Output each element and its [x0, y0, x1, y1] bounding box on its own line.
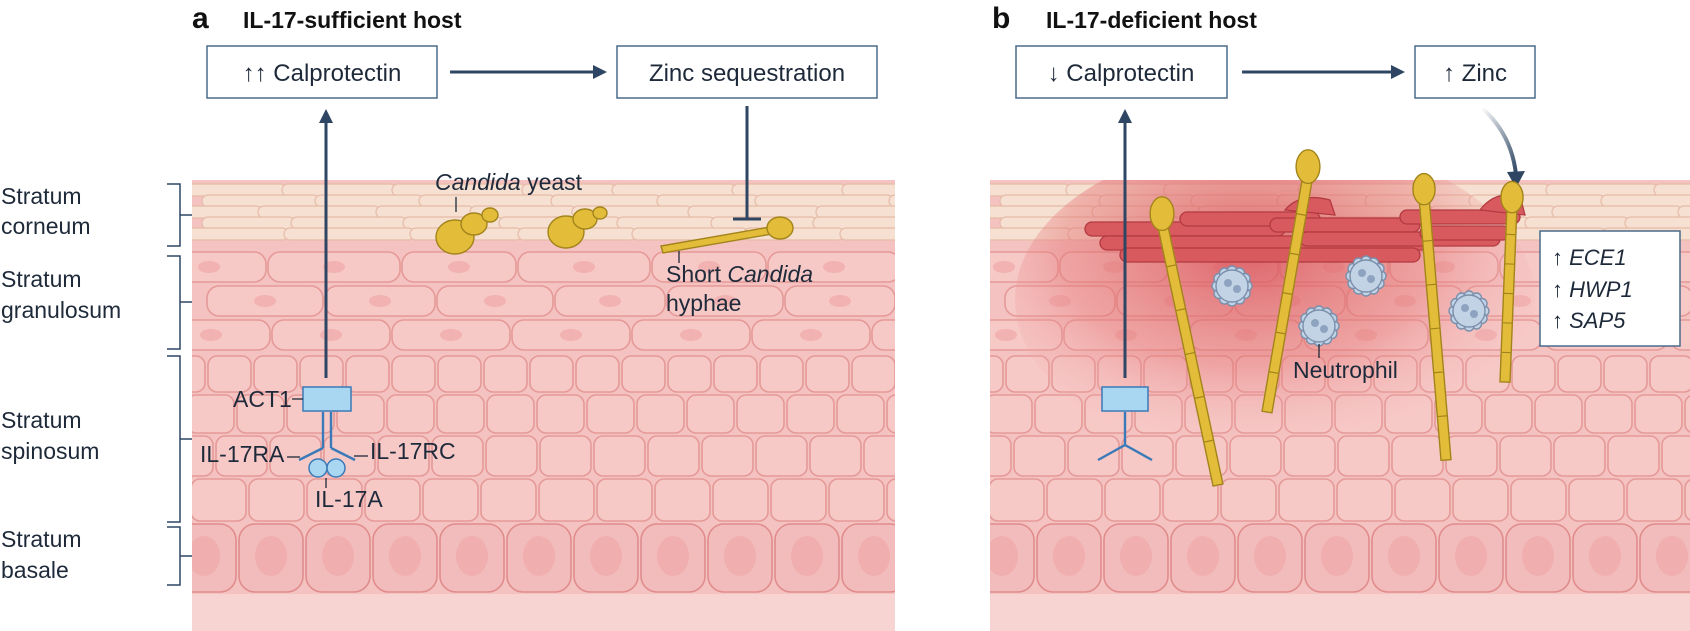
panel-b: b IL-17-deficient host ↓ Calprotectin ↑ … [990, 2, 1690, 631]
neutrophil-label: Neutrophil [1293, 357, 1398, 383]
zinc-sequestration-box [616, 45, 878, 99]
candida-yeast-label: Candida yeast [435, 169, 583, 195]
gene-sap5: ↑ SAP5 [1552, 308, 1626, 333]
panel-a-letter: a [192, 2, 209, 35]
calprotectin-text-b: ↓ Calprotectin [1048, 60, 1195, 87]
layer-basale-line1: Stratum [1, 526, 82, 552]
gene-ece1: ↑ ECE1 [1552, 245, 1627, 270]
act1-adaptor-b [1101, 386, 1149, 412]
layer-corneum-line2: corneum [1, 213, 90, 239]
neutrophil-cell [1211, 265, 1253, 307]
zinc-curved-arrowhead [1507, 171, 1525, 188]
il17-receptor-a [298, 412, 356, 462]
neutrophil-cell [1448, 290, 1490, 332]
panel-a-title: IL-17-sufficient host [243, 7, 462, 33]
il17a-ligand-2 [326, 458, 346, 478]
act1-adaptor [302, 386, 352, 412]
il17a-ligand-1 [308, 458, 328, 478]
zinc-box-b [1414, 45, 1536, 99]
bracket-corneum [167, 183, 192, 247]
il17-receptor-b [1097, 412, 1153, 462]
bracket-basale [167, 526, 192, 586]
layer-spinosum-line2: spinosum [1, 438, 99, 464]
panel-b-letter: b [992, 2, 1010, 35]
calprotectin-box-b [1015, 45, 1228, 99]
calprotectin-box-a [206, 45, 438, 99]
il17ra-label: IL-17RA [200, 441, 285, 467]
layer-spinosum-line1: Stratum [1, 407, 82, 433]
il17rc-label: IL-17RC [370, 438, 456, 464]
layer-granulosum-line1: Stratum [1, 266, 82, 292]
bracket-spinosum [167, 355, 192, 523]
invasive-hyphae [1149, 149, 1524, 487]
skin-cells-a [192, 183, 895, 631]
calprotectin-text-a: ↑↑ Calprotectin [243, 60, 402, 87]
virulence-genes-box [1539, 230, 1681, 347]
zinc-sequestration-text: Zinc sequestration [649, 60, 845, 87]
panel-a: a IL-17-sufficient host ↑↑ Calprotectin … [192, 2, 895, 631]
hyphae-label-line1: Short Candida [666, 261, 813, 287]
il17a-label: IL-17A [315, 486, 383, 512]
layer-labels: Stratum corneum Stratum granulosum Strat… [1, 183, 192, 586]
layer-corneum-line1: Stratum [1, 183, 82, 209]
layer-granulosum-line2: granulosum [1, 297, 121, 323]
neutrophil-cell [1345, 255, 1387, 297]
zinc-text-b: ↑ Zinc [1443, 60, 1507, 87]
neutrophil-cell [1298, 305, 1340, 347]
layer-basale-line2: basale [1, 557, 69, 583]
bracket-granulosum [167, 255, 192, 350]
act1-label: ACT1 [233, 386, 292, 412]
skin-tissue-b [990, 180, 1690, 631]
candida-yeast [435, 206, 608, 255]
hyphae-label-line2: hyphae [666, 290, 741, 316]
skin-tissue-a [192, 180, 895, 631]
neutrophils [1211, 255, 1490, 347]
inflamed-corneum [1084, 193, 1526, 263]
gene-hwp1: ↑ HWP1 [1552, 277, 1633, 302]
panel-b-title: IL-17-deficient host [1046, 7, 1257, 33]
zinc-curved-arrow [1480, 106, 1518, 176]
short-candida-hyphae [660, 216, 794, 254]
